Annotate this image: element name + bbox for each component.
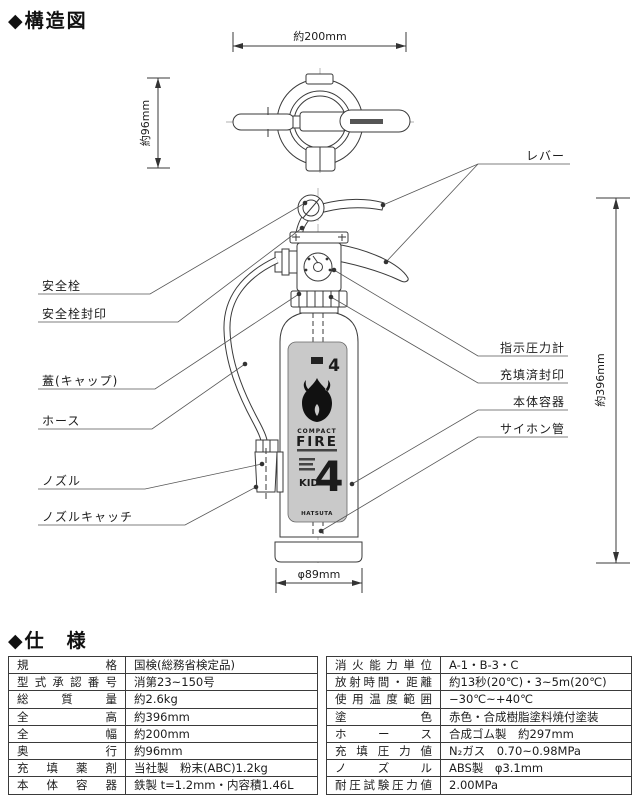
pressure-gauge-drawing xyxy=(303,252,333,282)
flame-icon xyxy=(302,378,332,422)
spec-value: 鉄製 t=1.2mm・内容積1.46L xyxy=(125,776,318,795)
spec-row: 全幅約200mm xyxy=(8,724,318,743)
lever-print-text xyxy=(350,119,383,124)
part-label-charged-seal: 充填済封印 xyxy=(500,367,565,382)
spec-row: 型式承認番号消第23~150号 xyxy=(8,673,318,692)
structure-diagram: 約200mm 約96mm xyxy=(38,29,630,593)
spec-value: 約396mm xyxy=(125,707,318,726)
dimension-overall-depth: 約96mm xyxy=(138,77,170,169)
part-label-body-container: 本体容器 xyxy=(513,394,565,409)
spec-label: 使用温度範囲 xyxy=(326,690,441,709)
spec-row: ホース合成ゴム製 約297mm xyxy=(326,724,632,743)
label-corner-number: 4 xyxy=(328,356,340,376)
spec-value: A-1・B-3・C xyxy=(440,655,632,675)
spec-table-left: 規格国検(総務省検定品) 型式承認番号消第23~150号 総質量約2.6kg 全… xyxy=(8,655,318,795)
part-labels-right: レバー 指示圧力計 充填済封印 本体容器 サイホン管 xyxy=(318,149,570,534)
spec-label: 型式承認番号 xyxy=(8,673,126,692)
part-labels-left: 安全栓 安全栓封印 蓋(キャップ) ホース ノズル ノズルキャッチ xyxy=(38,200,308,526)
spec-value: 約96mm xyxy=(125,741,318,761)
part-label-nozzle-catch: ノズルキャッチ xyxy=(42,509,133,524)
spec-label: 充填薬剤 xyxy=(8,759,126,778)
part-label-safety-pin-seal: 安全栓封印 xyxy=(42,306,107,321)
product-label: 4 COMPACT FIRE KID 4 HATSUTA xyxy=(287,341,348,523)
spec-label: 充填圧力値 xyxy=(326,741,441,761)
top-view-drawing xyxy=(226,68,414,176)
spec-value: 合成ゴム製 約297mm xyxy=(440,724,632,743)
spec-label: 規格 xyxy=(8,655,126,675)
dim-depth-text: 約96mm xyxy=(138,100,152,146)
structure-section-title: ◆構造図 xyxy=(8,10,88,32)
spec-value: 国検(総務省検定品) xyxy=(125,655,318,675)
spec-row: 本体容器鉄製 t=1.2mm・内容積1.46L xyxy=(8,776,318,795)
nozzle-drawing xyxy=(254,439,284,500)
part-label-siphon-tube: サイホン管 xyxy=(500,421,565,436)
spec-label: 塗色 xyxy=(326,707,441,726)
spec-row: 総質量約2.6kg xyxy=(8,690,318,709)
spec-row: 全高約396mm xyxy=(8,707,318,726)
part-label-safety-pin: 安全栓 xyxy=(42,278,81,293)
spec-label: 総質量 xyxy=(8,690,126,709)
dim-diameter-text: φ89mm xyxy=(298,568,341,581)
label-series-text: COMPACT xyxy=(297,428,336,435)
hose-drawing xyxy=(223,256,279,449)
dimension-base-diameter: φ89mm xyxy=(275,568,363,593)
spec-row: 奥行約96mm xyxy=(8,741,318,761)
spec-row: 規格国検(総務省検定品) xyxy=(8,655,318,675)
spec-row: 充填薬剤当社製 粉末(ABC)1.2kg xyxy=(8,759,318,778)
spec-label: 全幅 xyxy=(8,724,126,743)
spec-value: N₂ガス 0.70~0.98MPa xyxy=(440,741,632,761)
spec-value: 当社製 粉末(ABC)1.2kg xyxy=(125,759,318,778)
spec-value: 約200mm xyxy=(125,724,318,743)
spec-value: 約2.6kg xyxy=(125,690,318,709)
spec-value: 約13秒(20℃)・3~5m(20℃) xyxy=(440,673,632,692)
part-label-pressure-gauge: 指示圧力計 xyxy=(500,340,565,355)
spec-value: −30℃~+40℃ xyxy=(440,690,632,709)
part-label-nozzle: ノズル xyxy=(42,473,81,488)
spec-value: 消第23~150号 xyxy=(125,673,318,692)
part-label-hose: ホース xyxy=(42,414,80,428)
label-number-text: 4 xyxy=(314,452,343,501)
spec-label: 奥行 xyxy=(8,741,126,761)
dim-width-text: 約200mm xyxy=(293,29,346,43)
spec-label: 全高 xyxy=(8,707,126,726)
spec-label: ノズル xyxy=(326,759,441,778)
part-label-cap: 蓋(キャップ) xyxy=(42,374,118,388)
label-name-text: FIRE xyxy=(296,434,338,450)
part-label-lever: レバー xyxy=(526,149,565,163)
spec-label: ホース xyxy=(326,724,441,743)
spec-value: 2.00MPa xyxy=(440,776,632,795)
spec-label: 消火能力単位 xyxy=(326,655,441,675)
label-model-text: KID xyxy=(299,478,319,489)
dimension-overall-height: 約396mm xyxy=(593,197,630,564)
spec-row: 放射時間・距離約13秒(20℃)・3~5m(20℃) xyxy=(326,673,632,692)
dimension-overall-width: 約200mm xyxy=(232,29,407,52)
spec-value: 赤色・合成樹脂塗料焼付塗装 xyxy=(440,707,632,726)
spec-value: ABS製 φ3.1mm xyxy=(440,759,632,778)
spec-label: 本体容器 xyxy=(8,776,126,795)
dim-height-text: 約396mm xyxy=(593,353,607,406)
spec-label: 耐圧試験圧力値 xyxy=(326,776,441,795)
spec-section-title: ◆仕 様 xyxy=(8,630,88,652)
label-brand-text: HATSUTA xyxy=(301,511,333,517)
spec-label: 放射時間・距離 xyxy=(326,673,441,692)
front-view-drawing: 4 COMPACT FIRE KID 4 HATSUTA xyxy=(223,188,409,566)
spec-row: 塗色赤色・合成樹脂塗料焼付塗装 xyxy=(326,707,632,726)
spec-row: 使用温度範囲−30℃~+40℃ xyxy=(326,690,632,709)
